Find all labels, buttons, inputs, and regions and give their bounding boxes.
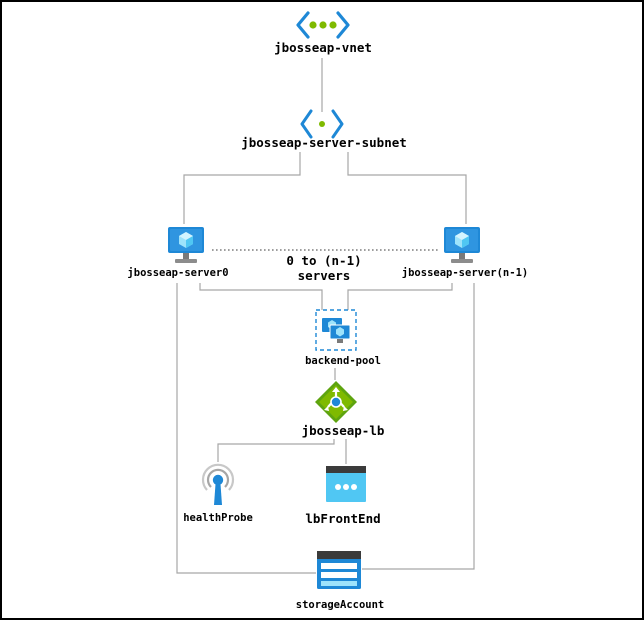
connector-lb-probe	[217, 439, 335, 462]
subnet-icon	[300, 109, 344, 139]
vnet-icon	[296, 11, 350, 39]
connector-subnet-servern	[347, 152, 467, 224]
servers-note: 0 to (n-1) servers	[286, 253, 361, 283]
load-balancer-icon	[315, 381, 357, 423]
connector-server0-pool	[199, 283, 323, 310]
vnet-label: jbosseap-vnet	[274, 40, 372, 55]
lb-frontend-label: lbFrontEnd	[305, 511, 381, 526]
virtual-machine-icon	[168, 227, 204, 263]
storage-account-icon	[317, 551, 361, 589]
servern-label: jbosseap-server(n-1)	[401, 267, 529, 279]
lb-label: jbosseap-lb	[301, 423, 385, 438]
connector-servern-pool	[347, 283, 453, 310]
servers-note-range: 0 to (n-1)	[286, 253, 362, 268]
servers-note-unit: servers	[297, 268, 351, 283]
connector-servern-storage	[362, 283, 475, 570]
backend-pool-icon	[315, 309, 357, 351]
frontend-ip-icon	[326, 466, 366, 502]
connector-subnet-server0	[183, 152, 301, 224]
virtual-machine-icon	[444, 227, 480, 263]
health-probe-label: healthProbe	[183, 512, 253, 524]
storage-label: storageAccount	[295, 599, 385, 611]
subnet-label: jbosseap-server-subnet	[241, 135, 407, 150]
health-probe-icon	[201, 463, 235, 505]
connector-server0-storage	[176, 283, 316, 574]
backend-pool-label: backend-pool	[305, 355, 381, 367]
server0-label: jbosseap-server0	[127, 267, 229, 279]
